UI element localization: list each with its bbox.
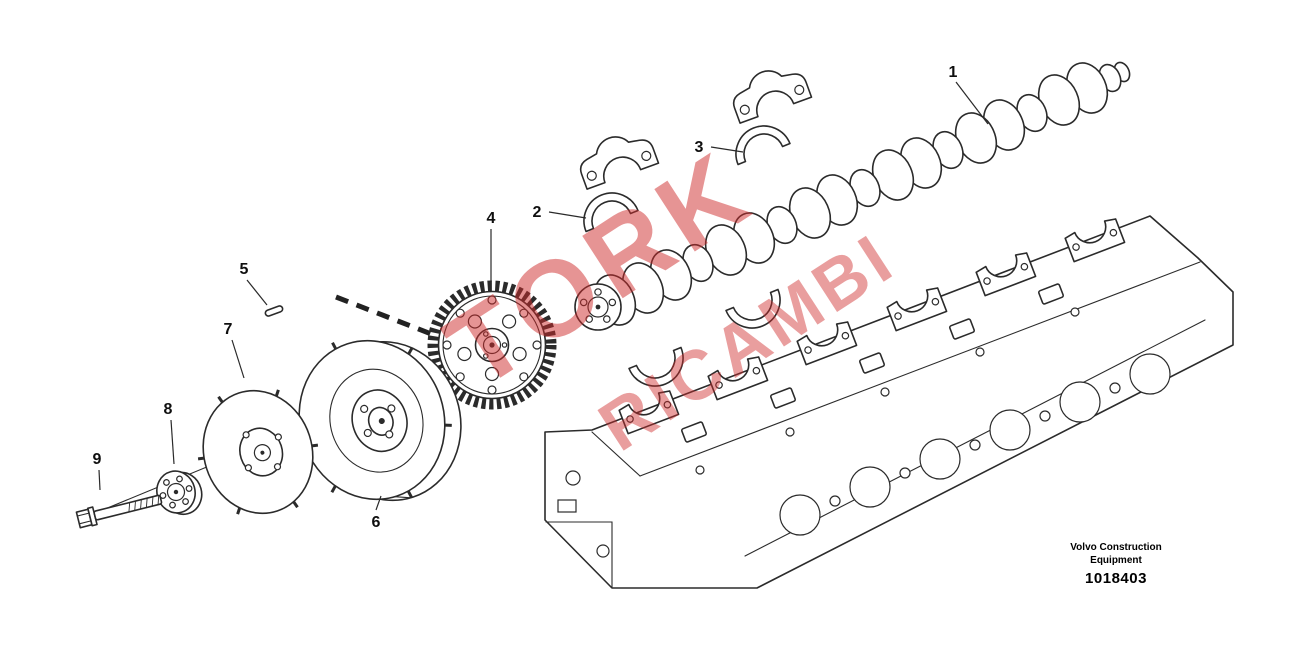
head-end-face bbox=[557, 470, 610, 558]
callout-8: 8 bbox=[164, 401, 175, 465]
callout-2: 2 bbox=[533, 204, 587, 221]
svg-text:5: 5 bbox=[240, 261, 249, 278]
svg-text:9: 9 bbox=[93, 451, 102, 468]
svg-text:6: 6 bbox=[372, 514, 381, 531]
callout-6: 6 bbox=[372, 495, 382, 531]
svg-text:8: 8 bbox=[164, 401, 173, 418]
bolt bbox=[75, 494, 163, 529]
svg-text:7: 7 bbox=[224, 321, 233, 338]
callout-7: 7 bbox=[224, 321, 245, 379]
drive-disc bbox=[197, 389, 319, 515]
svg-text:2: 2 bbox=[533, 204, 542, 221]
bearing-cap-right bbox=[725, 58, 813, 124]
vibration-damper bbox=[292, 339, 462, 502]
callout-5: 5 bbox=[240, 261, 268, 306]
camshaft-nose-flange bbox=[574, 283, 622, 331]
footer: Volvo Construction Equipment 1018403 bbox=[1046, 541, 1186, 587]
damper-rim-tabs bbox=[292, 342, 452, 498]
svg-text:1: 1 bbox=[949, 64, 958, 81]
disc-rim-tabs bbox=[197, 389, 319, 515]
hub bbox=[156, 470, 203, 516]
callout-9: 9 bbox=[93, 451, 102, 491]
exhaust-ports bbox=[779, 353, 1171, 536]
camshaft bbox=[574, 55, 1131, 333]
gear-rim-holes bbox=[442, 295, 542, 395]
gear-web-holes bbox=[457, 314, 527, 382]
callout-1: 1 bbox=[949, 64, 989, 125]
camshaft-gear bbox=[427, 280, 557, 410]
pin bbox=[264, 305, 284, 317]
svg-text:4: 4 bbox=[487, 210, 496, 227]
callouts: 1 2 3 4 5 6 7 8 bbox=[93, 64, 989, 531]
cylinder-head-drawing bbox=[544, 215, 1234, 589]
brand-text: Volvo Construction Equipment bbox=[1070, 542, 1162, 566]
svg-text:3: 3 bbox=[695, 139, 704, 156]
callout-3: 3 bbox=[695, 139, 744, 156]
bearing-shell-3 bbox=[726, 116, 791, 166]
part-number: 1018403 bbox=[1085, 570, 1147, 587]
callout-4: 4 bbox=[487, 210, 496, 282]
